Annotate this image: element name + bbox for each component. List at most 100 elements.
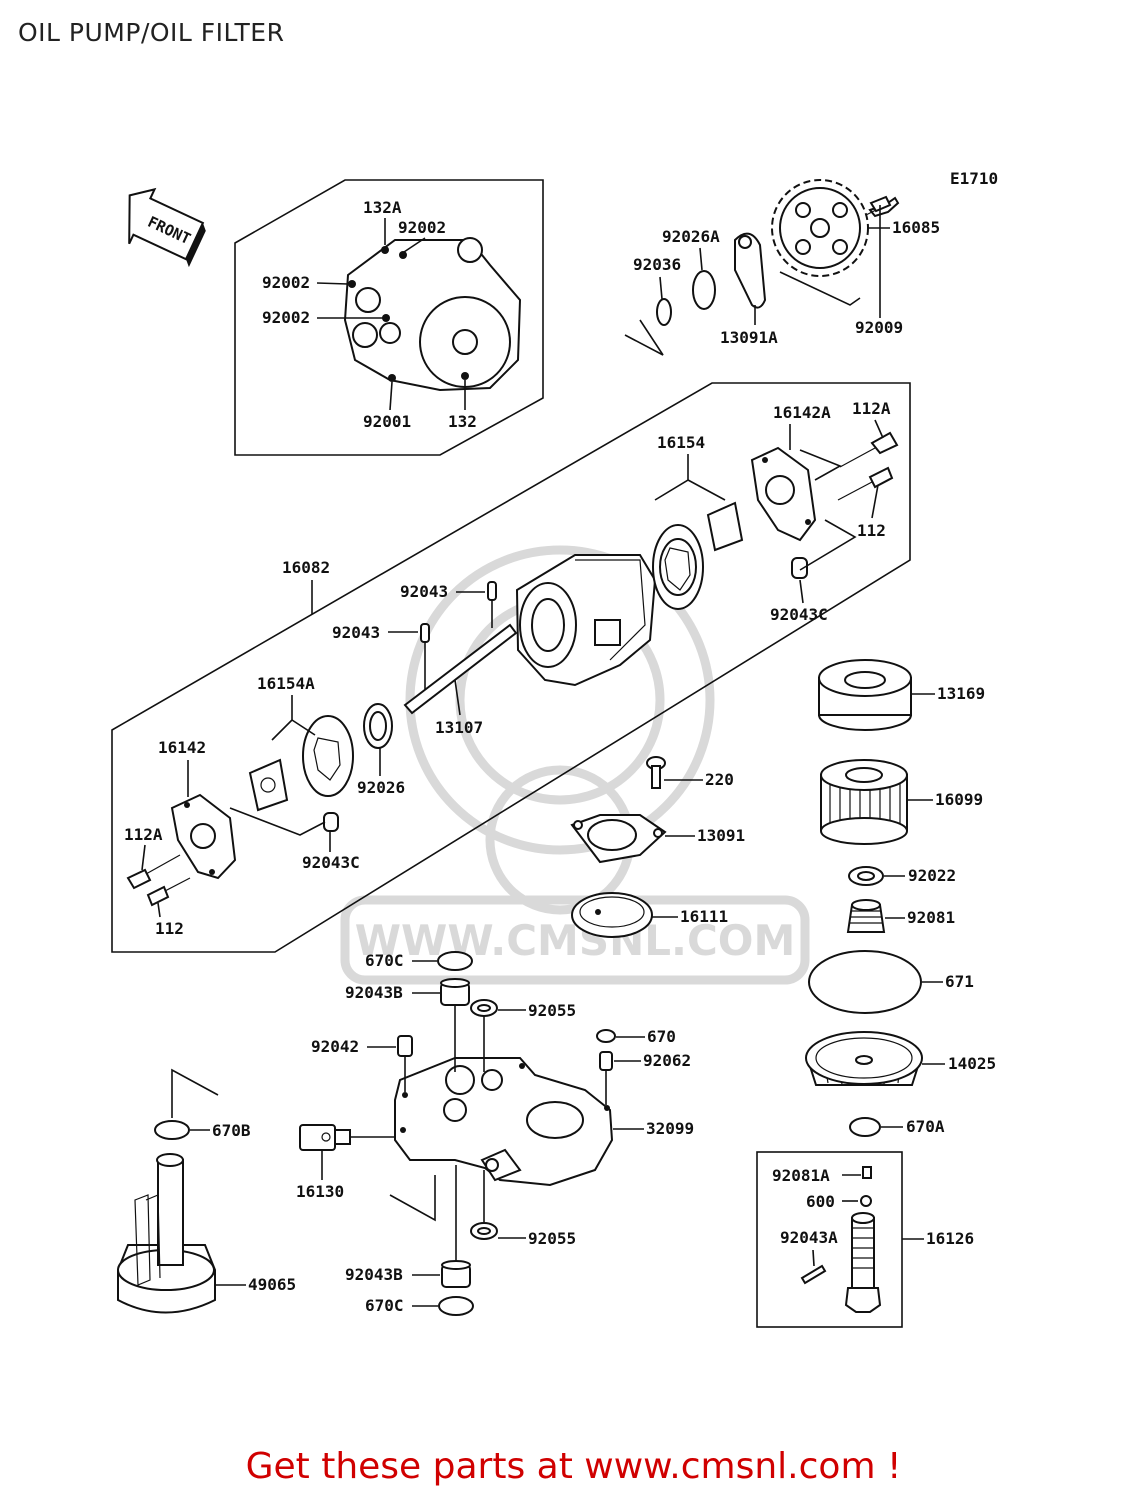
bolt-112-bottom: [146, 877, 191, 907]
pump-cover-16142A: [750, 446, 817, 542]
label-92043C-bottom: 92043C: [302, 853, 360, 872]
washer-92026A: [692, 270, 716, 310]
label-16154: 16154: [657, 433, 705, 452]
label-13091: 13091: [697, 826, 745, 845]
diagram-code: E1710: [950, 169, 998, 188]
label-92001: 92001: [363, 412, 411, 431]
label-92043A: 92043A: [780, 1228, 838, 1247]
pipe-92042: [397, 1035, 413, 1057]
label-13107: 13107: [435, 718, 483, 737]
o-ring-670: [596, 1029, 616, 1043]
switch-16130: [299, 1124, 351, 1151]
label-671: 671: [945, 972, 974, 991]
label-92002-c: 92002: [262, 308, 310, 327]
label-13091A: 13091A: [720, 328, 778, 347]
pump-cover-inset-box: [234, 179, 544, 456]
pipe-92062: [599, 1051, 613, 1071]
cap-16111: [571, 892, 653, 938]
label-112A-top: 112A: [852, 399, 891, 418]
pump-cover-16142: [170, 793, 237, 880]
label-16142: 16142: [158, 738, 206, 757]
label-112-bottom: 112: [155, 919, 184, 938]
relief-valve-16126: [844, 1212, 882, 1313]
label-92081: 92081: [907, 908, 955, 927]
inner-rotor-16154: [706, 501, 744, 552]
label-13169: 13169: [937, 684, 985, 703]
label-92043-a: 92043: [400, 582, 448, 601]
pin-92043-a: [487, 581, 497, 601]
label-16130: 16130: [296, 1182, 344, 1201]
filter-cover-13169: [818, 659, 912, 731]
pump-shaft-13107: [403, 623, 518, 715]
front-arrow-icon: FRONT: [128, 187, 206, 268]
label-16154A: 16154A: [257, 674, 315, 693]
o-ring-670C-bottom: [438, 1296, 474, 1316]
label-670C-top: 670C: [365, 951, 404, 970]
pump-body-16082: [515, 554, 657, 687]
label-49065: 49065: [248, 1275, 296, 1294]
label-16126: 16126: [926, 1229, 974, 1248]
dowel-92043C-top: [791, 557, 808, 579]
page-title: OIL PUMP/OIL FILTER: [18, 18, 285, 47]
o-ring-671: [808, 950, 922, 1014]
label-92043C-top: 92043C: [770, 605, 828, 624]
label-92043B-bottom: 92043B: [345, 1265, 403, 1284]
label-670B: 670B: [212, 1121, 251, 1140]
bolt-112-top: [837, 466, 894, 501]
spring-92081: [846, 899, 886, 933]
label-92036: 92036: [633, 255, 681, 274]
circlip-92036: [656, 298, 672, 326]
label-92042: 92042: [311, 1037, 359, 1056]
label-16111: 16111: [680, 907, 728, 926]
o-ring-670A: [849, 1117, 881, 1137]
filter-housing-14025: [805, 1031, 923, 1086]
pin-92043A: [800, 1264, 827, 1285]
oil-filter-16099: [820, 759, 908, 845]
label-132A: 132A: [363, 198, 402, 217]
cta-link[interactable]: Get these parts at www.cmsnl.com !: [245, 1446, 902, 1487]
label-92009: 92009: [855, 318, 903, 337]
o-ring-670C-top: [437, 951, 473, 971]
washer-92055-bottom: [470, 1222, 498, 1240]
label-112A-bottom: 112A: [124, 825, 163, 844]
label-600: 600: [806, 1192, 835, 1211]
label-220: 220: [705, 770, 734, 789]
label-16142A: 16142A: [773, 403, 831, 422]
label-92022: 92022: [908, 866, 956, 885]
inner-rotor-16154A: [248, 758, 289, 812]
gear-mount-plate: [734, 232, 767, 309]
outer-rotor-16154A: [302, 715, 354, 797]
label-92026: 92026: [357, 778, 405, 797]
label-112-top: 112: [857, 521, 886, 540]
label-14025: 14025: [948, 1054, 996, 1073]
dowel-92043B-bottom: [441, 1260, 471, 1288]
pin-92043-b: [420, 623, 430, 643]
label-670C-bottom: 670C: [365, 1296, 404, 1315]
washer-92055-top: [470, 999, 498, 1017]
label-670: 670: [647, 1027, 676, 1046]
bolt-112A-top: [839, 431, 899, 468]
label-92081A: 92081A: [772, 1166, 830, 1185]
outer-rotor-16154: [652, 524, 704, 610]
label-92043-b: 92043: [332, 623, 380, 642]
spring-92081A: [862, 1166, 872, 1179]
bolt-220: [646, 756, 666, 789]
oil-screen-49065: [117, 1153, 216, 1314]
plate-13091: [570, 814, 667, 864]
ball-600: [860, 1195, 872, 1207]
label-92002-b: 92002: [262, 273, 310, 292]
label-92055-bottom: 92055: [528, 1229, 576, 1248]
o-ring-670B: [154, 1120, 190, 1140]
housing-32099: [394, 1057, 614, 1187]
pump-cover-plate: [343, 237, 522, 392]
label-92043B-top: 92043B: [345, 983, 403, 1002]
pump-assembly-frame: [111, 382, 911, 953]
label-16082: 16082: [282, 558, 330, 577]
label-670A: 670A: [906, 1117, 945, 1136]
dowel-92043B-top: [440, 978, 470, 1006]
label-16099: 16099: [935, 790, 983, 809]
label-92055-top: 92055: [528, 1001, 576, 1020]
label-92062: 92062: [643, 1051, 691, 1070]
dowel-92043C-bottom: [323, 812, 339, 832]
